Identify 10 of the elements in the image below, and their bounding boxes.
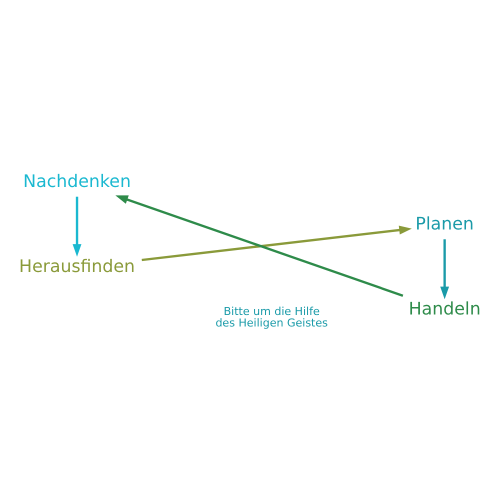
label: Bitte um die Hilfe bbox=[224, 304, 320, 318]
node-text: Nachdenken bbox=[23, 171, 131, 192]
node-text: Herausfinden bbox=[19, 256, 136, 276]
arrow bbox=[142, 225, 412, 261]
node-text: Planen bbox=[415, 214, 474, 234]
label: des Heiligen Geistes bbox=[215, 316, 328, 330]
node-text: Handeln bbox=[408, 298, 481, 319]
arrow bbox=[440, 238, 450, 299]
arrow bbox=[115, 194, 404, 296]
arrow bbox=[72, 196, 82, 256]
